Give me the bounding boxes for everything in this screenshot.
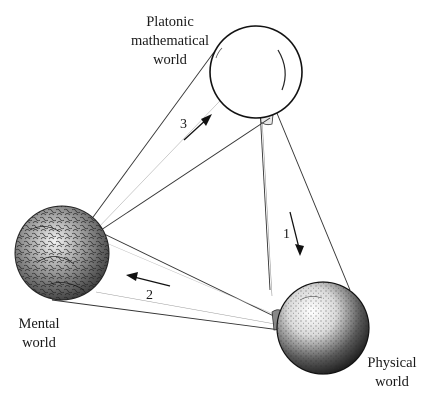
mental-label-line1: Mental	[18, 316, 59, 332]
arrow-1: 1	[283, 211, 304, 256]
platonic-label-line3: world	[153, 52, 188, 68]
cone-platonic-to-physical	[259, 104, 351, 297]
arrow-2-label: 2	[146, 288, 153, 303]
platonic-label: Platonic mathematical world	[131, 14, 209, 68]
platonic-label-line1: Platonic	[146, 14, 194, 30]
arrow-2: 2	[126, 272, 171, 303]
physical-sphere	[276, 281, 370, 375]
arrow-3: 3	[180, 114, 212, 141]
physical-label-line2: world	[375, 374, 410, 390]
arrow-3-label: 3	[180, 117, 187, 132]
platonic-label-line2: mathematical	[131, 33, 209, 49]
arrow-1-label: 1	[283, 227, 290, 242]
physical-label: Physical world	[367, 355, 416, 390]
mental-sphere	[14, 205, 110, 301]
physical-label-line1: Physical	[367, 355, 416, 371]
mental-label: Mental world	[18, 316, 59, 351]
mental-label-line2: world	[22, 335, 57, 351]
platonic-sphere	[209, 25, 303, 119]
